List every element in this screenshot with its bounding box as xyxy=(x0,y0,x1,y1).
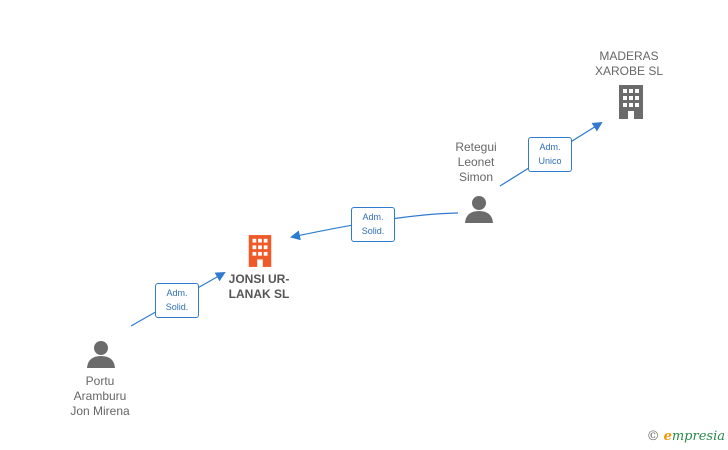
company-label-jonsi[interactable]: JONSI UR- LANAK SL xyxy=(228,272,290,301)
brand-logo[interactable]: ©empresia xyxy=(647,429,725,444)
brand-e: e xyxy=(663,429,672,444)
edge-label-line2: Solid. xyxy=(361,226,385,236)
edge-label-adm-unico[interactable]: Adm. Unico xyxy=(528,137,572,172)
person-label-portu[interactable]: Portu Aramburu Jon Mirena xyxy=(70,374,130,418)
edge-label-line1: Adm. xyxy=(166,288,188,298)
edge-label-line1: Adm. xyxy=(539,142,561,152)
edge-label-line1: Adm. xyxy=(362,212,384,222)
company-label-maderas[interactable]: MADERAS XAROBE SL xyxy=(594,49,664,78)
building-icon[interactable] xyxy=(245,234,275,268)
person-icon[interactable] xyxy=(86,340,116,368)
copyright-icon: © xyxy=(646,429,660,444)
edge-label-line2: Unico xyxy=(538,156,562,166)
building-icon[interactable] xyxy=(615,85,647,119)
edge-label-adm-solid-retegui[interactable]: Adm. Solid. xyxy=(351,207,395,242)
brand-name: mpresia xyxy=(671,429,725,444)
edge-label-line2: Solid. xyxy=(165,302,189,312)
edge-label-adm-solid-portu[interactable]: Adm. Solid. xyxy=(155,283,199,318)
person-label-retegui[interactable]: Retegui Leonet Simon xyxy=(455,140,497,184)
person-icon[interactable] xyxy=(464,195,494,223)
